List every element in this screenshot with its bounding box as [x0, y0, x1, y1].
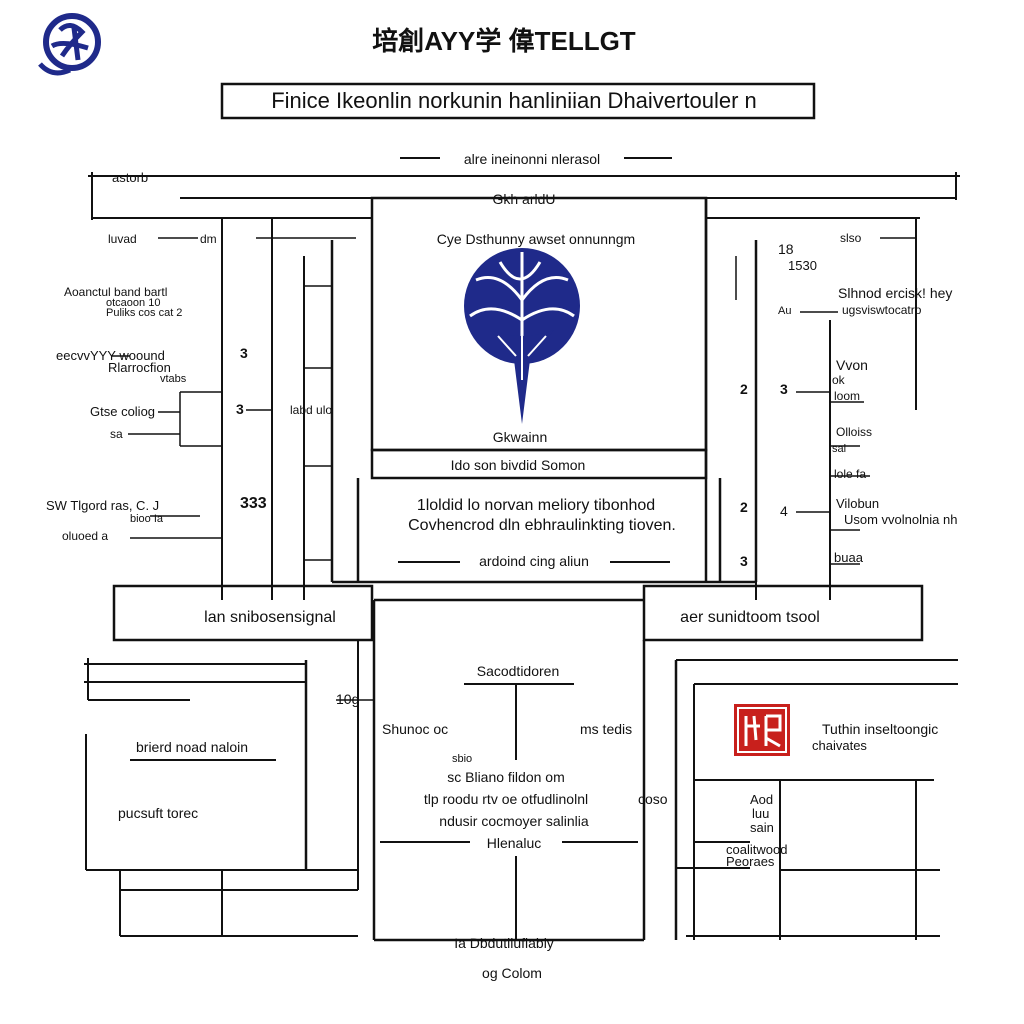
right-band [642, 584, 924, 642]
right-number-4: 4 [780, 503, 788, 519]
top-connectors [88, 157, 960, 220]
bottom-line1: sc Bliano fildon om [447, 769, 565, 785]
bottom-right-title-line1: Tuthin inseltoongic [822, 721, 938, 737]
right-label-3-line2: ok [832, 373, 846, 387]
center-band-label: Ido son bivdid Somon [451, 457, 586, 473]
right-number-3c: 3 [780, 381, 788, 397]
right-label-6: buaa [834, 550, 864, 565]
banner-text: Finice Ikeonlin norkunin hanliniian Dhai… [271, 88, 757, 113]
right-label-4-line2: sal [832, 443, 846, 455]
left-label-5c: labd ulo [290, 403, 332, 417]
left-label-3-line1: Aoanctul band bartl [64, 285, 167, 299]
left-label-3-line2: otcaoon 10 [106, 297, 160, 309]
bottom-label-10g: 10g [336, 691, 359, 707]
right-label-3-line3: loom [834, 389, 860, 403]
left-label-6-line2: bioo Ia [130, 513, 164, 525]
center-desc-line2: Covhencrod dln ebhraulinkting tioven. [408, 517, 676, 534]
bottom-line3: ndusir cocmoyer salinlia [439, 813, 589, 829]
bottom-line2: tlp roodu rtv oe otfudlinolnl [424, 791, 588, 807]
bottom-small: sbio [452, 753, 472, 765]
bottom-left-title: brierd noad naloin [136, 739, 248, 755]
right-label-2-prefix: Au [778, 305, 791, 317]
bottom-right-sub-line3: sain [750, 820, 774, 835]
tree-emblem-icon [464, 248, 580, 424]
left-label-5b: sa [110, 427, 123, 441]
right-band-label: aer sunidtoom tsool [680, 609, 820, 626]
right-number-1530: 1530 [788, 258, 817, 273]
right-label-1: slso [840, 231, 862, 245]
left-label-4-line3: vtabs [160, 373, 187, 385]
right-number-3d: 3 [740, 553, 748, 569]
left-label-4-line2: Rlarrocfion [108, 360, 171, 375]
banner-box [220, 82, 816, 120]
page-title: 培創AYY学 偉TELLGT [372, 26, 636, 56]
left-label-5: Gtse coliog [90, 404, 155, 419]
bottom-center-frame [336, 598, 646, 942]
right-label-5-line1: Vilobun [836, 496, 879, 511]
bottom-right-sub-line1: Aod [750, 792, 773, 807]
bottom-right-sub2-line2: Peoraes [726, 854, 775, 869]
right-label-3-line1: Vvon [836, 357, 868, 373]
bottom-left-sub: pucsuft torec [118, 805, 198, 821]
left-label-2b: dm [200, 232, 217, 246]
bottom-right-title-line2: chaivates [812, 738, 867, 753]
bottom-left-mid: Shunoc oc [382, 721, 448, 737]
bottom-right-mid: ms tedis [580, 721, 632, 737]
center-desc-line1: 1loldid lo norvan meliory tibonhod [417, 497, 655, 514]
right-number-18: 18 [778, 241, 794, 257]
bottom-right-sub-line2: luu [752, 806, 769, 821]
left-band-label: lan snibosensignal [204, 609, 336, 626]
left-label-3-line3: Puliks cos cat 2 [106, 307, 182, 319]
left-label-1: astorb [112, 170, 148, 185]
emblem-caption: Gkwainn [493, 429, 547, 445]
left-number-3b: 3 [236, 401, 244, 417]
left-connectors [112, 218, 356, 600]
left-label-4-line1: eecvvYYY woound [56, 348, 165, 363]
bottom-section-title: Sacodtidoren [477, 663, 560, 679]
red-seal-icon [734, 704, 790, 756]
left-label-2: luvad [108, 232, 137, 246]
left-label-6-line1: SW Tlgord ras, C. J [46, 498, 159, 513]
right-label-5-line2: Usom vvolnolnia nh [844, 512, 957, 527]
left-number-3a: 3 [240, 345, 248, 361]
center-title: Cye Dsthunny awset onnunngm [437, 231, 635, 247]
right-label-2-line2: ugsviswtocatro [842, 303, 922, 317]
monogram-logo-icon [38, 13, 101, 76]
bottom-footer-1: Ia Dbdutilufiably [454, 935, 554, 951]
right-label-2-line1: Slhnod ercisk! hey [838, 285, 952, 301]
right-label-4-line3: lole fa [834, 467, 866, 481]
bottom-line2b: coso [638, 791, 668, 807]
right-number-2a: 2 [740, 381, 748, 397]
right-number-2b: 2 [740, 499, 748, 515]
bottom-right-sub2-line1: coalitwood [726, 842, 787, 857]
right-label-4-line1: Olloiss [836, 425, 872, 439]
left-label-6-line3: oluoed a [62, 529, 108, 543]
top-span-label: alre ineinonni nlerasol [464, 151, 600, 167]
bottom-footer-2: og Colom [482, 965, 542, 981]
center-footer-label: ardoind cing aliun [479, 553, 589, 569]
left-number-333: 333 [240, 495, 267, 512]
left-band [112, 584, 374, 642]
right-connectors [735, 218, 917, 600]
bottom-left-frame [84, 640, 359, 937]
bottom-line4: Hlenaluc [487, 835, 541, 851]
bottom-right-frame [674, 659, 958, 940]
